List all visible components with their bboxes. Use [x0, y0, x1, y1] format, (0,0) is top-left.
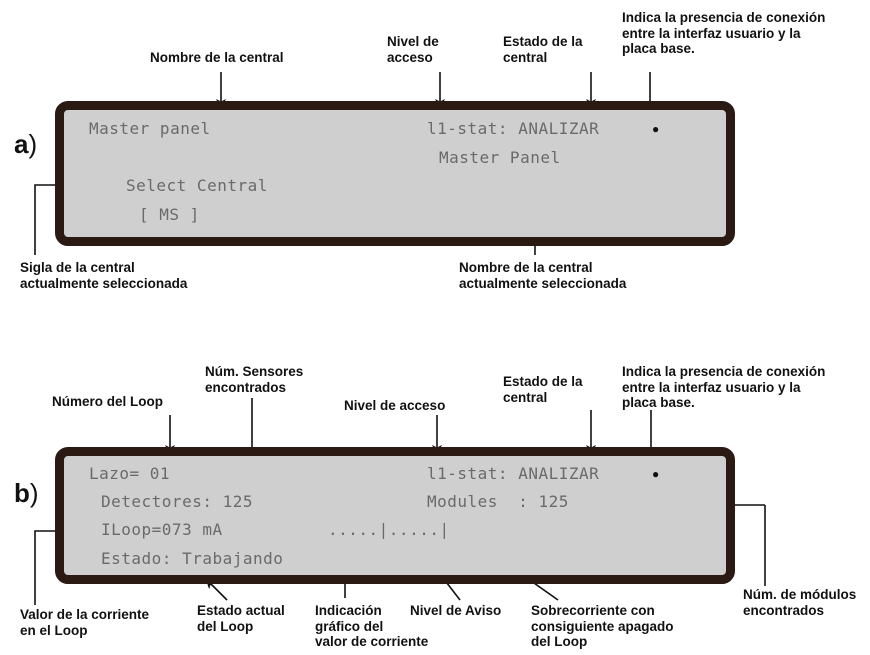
annotation-num-modulos: Núm. de módulos encontrados [743, 587, 857, 618]
annotation-num-sensores: Núm. Sensores encontrados [205, 364, 304, 395]
annotation-nombre-central: Nombre de la central [150, 50, 284, 65]
annotation-sigla-central: Sigla de la central actualmente seleccio… [20, 260, 188, 291]
panel-label-a: a) [14, 129, 38, 159]
lcd-b-detectores: Detectores: 125 [101, 492, 253, 511]
annotation-valor-corriente: Valor de la corriente en el Loop [20, 607, 150, 638]
annotation-numero-loop: Número del Loop [52, 394, 163, 409]
lcd-b-line1-right: l1-stat: ANALIZAR [427, 464, 600, 483]
lcd-a-line2: Master Panel [439, 148, 561, 167]
annotation-sobrecorriente: Sobrecorriente con consiguiente apagado … [531, 603, 674, 649]
annotation-nivel-acceso-b: Nivel de acceso [344, 398, 446, 413]
annotation-presencia-conexion-b: Indica la presencia de conexión entre la… [622, 364, 826, 410]
connection-indicator-icon-b: ● [652, 467, 660, 481]
annotation-nivel-acceso: Nivel de acceso [387, 34, 439, 65]
lcd-b-estado: Estado: Trabajando [101, 549, 284, 568]
annotation-estado-central-b: Estado de la central [503, 374, 583, 405]
annotation-estado-central: Estado de la central [503, 34, 583, 65]
lcd-a-line1-right: l1-stat: ANALIZAR [427, 119, 600, 138]
annotation-indicacion-grafica: Indicación gráfico del valor de corrient… [315, 603, 429, 649]
lcd-b-line1-left: Lazo= 01 [89, 464, 171, 483]
annotation-nombre-central-seleccionada: Nombre de la central actualmente selecci… [459, 260, 627, 291]
lcd-display-a: Master panel l1-stat: ANALIZAR ● Master … [55, 101, 735, 246]
annotation-nivel-aviso: Nivel de Aviso [410, 603, 502, 618]
panel-label-b: b) [14, 478, 39, 508]
connection-indicator-icon: ● [652, 122, 660, 136]
lcd-a-line3: Select Central [126, 176, 268, 195]
lcd-a-line1-left: Master panel [89, 119, 211, 138]
lcd-display-b: Lazo= 01 l1-stat: ANALIZAR ● Detectores:… [55, 447, 735, 584]
lcd-b-current-bar: .....|.....| [328, 520, 450, 539]
lcd-a-line4: [ MS ] [139, 205, 200, 224]
lcd-b-iloop: ILoop=073 mA [101, 520, 223, 539]
annotation-presencia-conexion: Indica la presencia de conexión entre la… [622, 10, 826, 56]
lcd-b-modules: Modules : 125 [427, 492, 569, 511]
annotation-estado-actual: Estado actual del Loop [197, 603, 285, 634]
